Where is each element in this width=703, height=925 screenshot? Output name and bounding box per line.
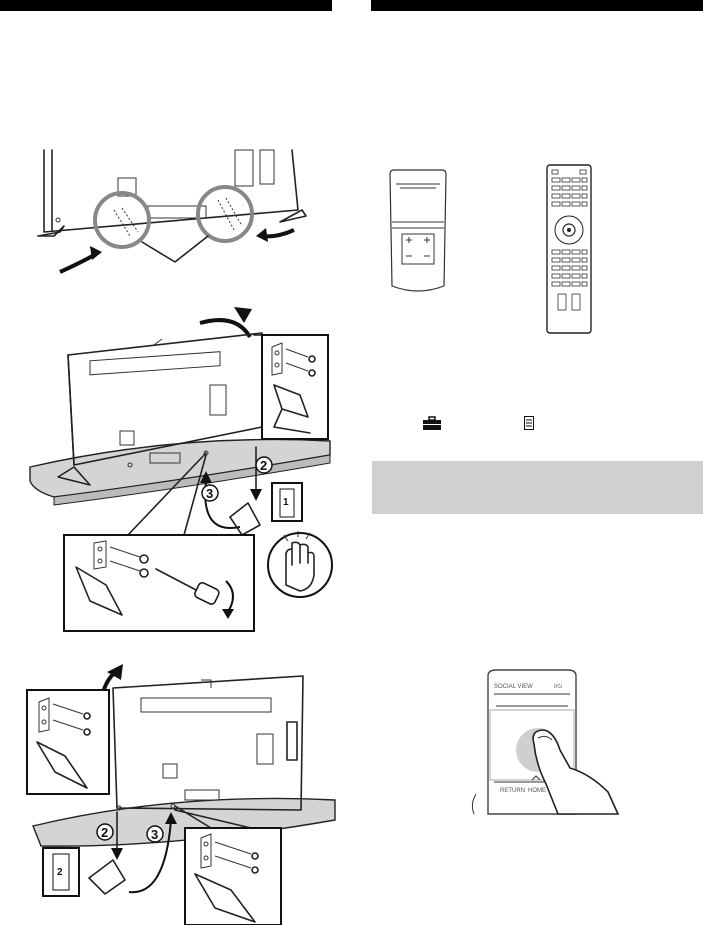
figure-attach-stand-rear: 2 3 2 — [25, 660, 335, 925]
left-column-header-bar — [0, 0, 332, 11]
right-column-header-bar — [371, 0, 703, 11]
figure-tv-back-legs-rotation — [30, 150, 310, 280]
figure-attach-stand-front: 2 3 1 — [30, 305, 330, 640]
power-label: I/⏻ — [554, 683, 562, 690]
bracket-label-2: 2 — [57, 867, 63, 878]
step-3-number: 3 — [206, 486, 213, 501]
options-icon — [524, 416, 534, 430]
section-heading-band — [372, 461, 703, 514]
home-label: HOME — [528, 788, 546, 794]
step-2-number: 2 — [260, 458, 267, 473]
touchpad-remote-finger-figure: SOCIAL VIEW I/⏻ RETURN HOME — [460, 664, 630, 814]
step-3-number-rear: 3 — [151, 827, 158, 842]
standard-remote-figure — [546, 164, 592, 334]
bracket-label-1: 1 — [283, 497, 289, 508]
hand-touch-icon — [268, 531, 332, 597]
toolbox-icon — [423, 417, 441, 430]
return-label: RETURN — [500, 788, 525, 794]
step-2-number-rear: 2 — [101, 825, 108, 840]
touchpad-remote-figure — [388, 168, 448, 296]
social-view-label: SOCIAL VIEW — [494, 684, 533, 690]
